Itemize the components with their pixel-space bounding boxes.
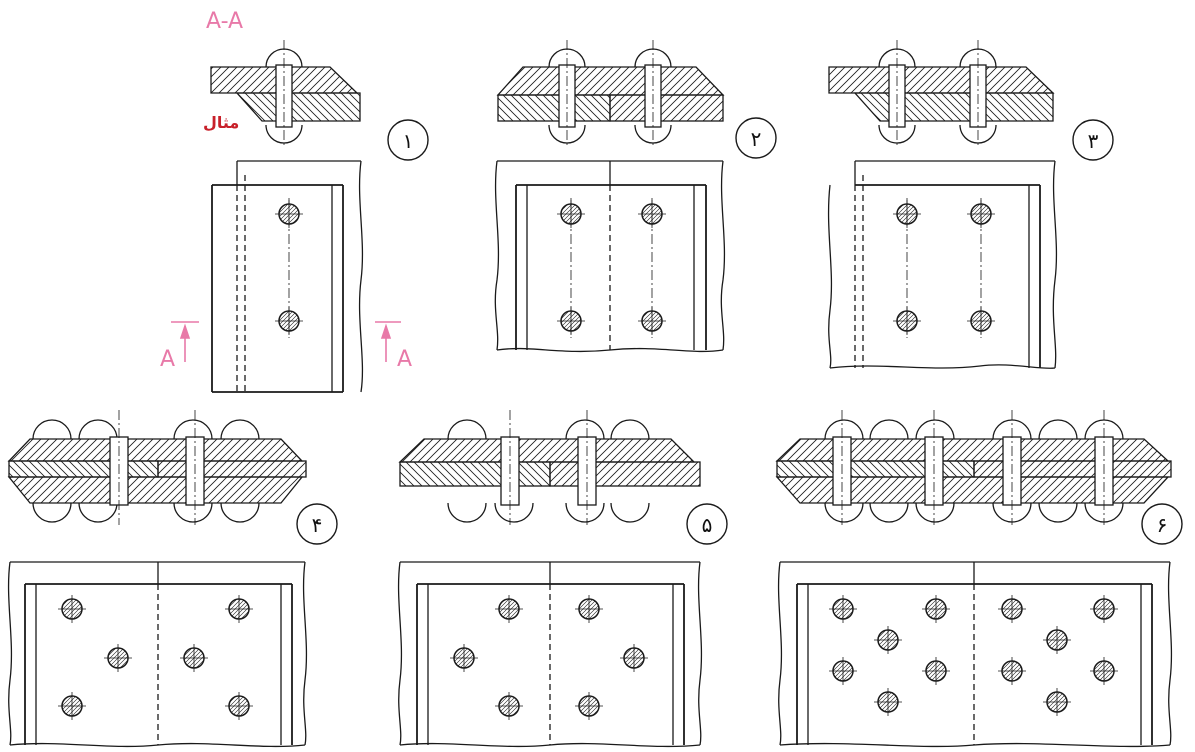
rivet-head-icon <box>874 688 902 716</box>
svg-text:۴: ۴ <box>312 513 323 537</box>
rivet-head-icon <box>922 657 950 685</box>
section-arrow-label-right: A <box>397 347 412 372</box>
svg-text:۲: ۲ <box>751 127 762 151</box>
rivet-head-icon <box>874 626 902 654</box>
rivet-head-icon <box>1043 688 1071 716</box>
section-view-2 <box>496 40 725 147</box>
panel-5: ۵ <box>397 410 728 748</box>
svg-text:۳: ۳ <box>1088 129 1099 153</box>
panel-number-1: ۱ <box>387 119 429 161</box>
rivet-head-icon <box>1090 595 1118 623</box>
rivet-head-icon <box>58 595 86 623</box>
rivet-head-icon <box>638 200 666 228</box>
rivet-head-icon <box>893 307 921 335</box>
panel-2: ۲ <box>494 40 777 353</box>
rivet-head-icon <box>557 307 585 335</box>
plan-view-5 <box>397 561 703 748</box>
svg-text:۶: ۶ <box>1157 513 1168 537</box>
example-label: مثال <box>203 113 239 132</box>
rivet-head-icon <box>922 595 950 623</box>
rivet-head-icon <box>967 307 995 335</box>
plan-view-1 <box>171 160 401 393</box>
plan-view-2 <box>494 160 726 353</box>
rivet-head-icon <box>998 595 1026 623</box>
section-view-6 <box>775 410 1172 525</box>
rivet-head-icon <box>557 200 585 228</box>
rivet-head-icon <box>575 692 603 720</box>
plan-view-6 <box>777 561 1173 748</box>
rivet-head-icon <box>1090 657 1118 685</box>
panel-number-5: ۵ <box>686 503 728 545</box>
section-label: A-A <box>206 9 243 34</box>
section-arrow-left <box>171 321 199 362</box>
rivet-head-icon <box>58 692 86 720</box>
svg-text:۱: ۱ <box>403 129 414 153</box>
rivet-head-icon <box>829 657 857 685</box>
rivet-head-icon <box>225 692 253 720</box>
rivet-head-icon <box>225 595 253 623</box>
rivet-head-icon <box>450 644 478 672</box>
section-arrow-right <box>375 321 401 362</box>
section-view-5 <box>398 410 701 525</box>
rivet-head-icon <box>180 644 208 672</box>
rivet-head-icon <box>998 657 1026 685</box>
rivet-head-icon <box>495 692 523 720</box>
panel-number-6: ۶ <box>1141 503 1183 545</box>
rivet-head-icon <box>829 595 857 623</box>
plan-view-3 <box>827 160 1058 369</box>
svg-text:۵: ۵ <box>702 513 713 537</box>
rivet-head-icon <box>495 595 523 623</box>
panel-3: ۳ <box>827 40 1114 369</box>
rivet-head-icon <box>275 307 303 335</box>
panel-number-2: ۲ <box>735 117 777 159</box>
rivet-head-icon <box>575 595 603 623</box>
panel-6: ۶ <box>775 410 1183 748</box>
rivet-head-icon <box>967 200 995 228</box>
section-view-4 <box>7 410 307 525</box>
rivet-head-icon <box>1043 626 1071 654</box>
panel-number-3: ۳ <box>1072 119 1114 161</box>
plan-view-4 <box>7 561 308 748</box>
panel-number-4: ۴ <box>296 503 338 545</box>
rivet-head-icon <box>638 307 666 335</box>
rivet-head-icon <box>275 200 303 228</box>
section-view-1 <box>210 40 361 147</box>
rivet-head-icon <box>620 644 648 672</box>
panel-4: ۴ <box>7 410 338 748</box>
rivet-head-icon <box>104 644 132 672</box>
rivet-head-icon <box>893 200 921 228</box>
section-view-3 <box>828 40 1055 147</box>
section-arrow-label-left: A <box>160 347 175 372</box>
panel-1: A-A مثال ۱ <box>160 9 429 393</box>
